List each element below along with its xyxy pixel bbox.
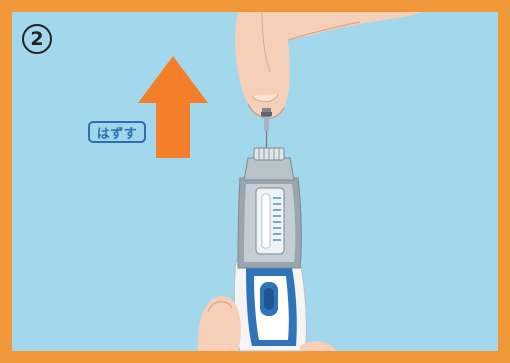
step-number-text: 2 <box>30 30 43 49</box>
remove-label: はずす <box>88 121 146 143</box>
remove-label-text: はずす <box>97 123 138 142</box>
step-number-badge: 2 <box>22 24 52 54</box>
insulin-pen <box>234 148 306 351</box>
